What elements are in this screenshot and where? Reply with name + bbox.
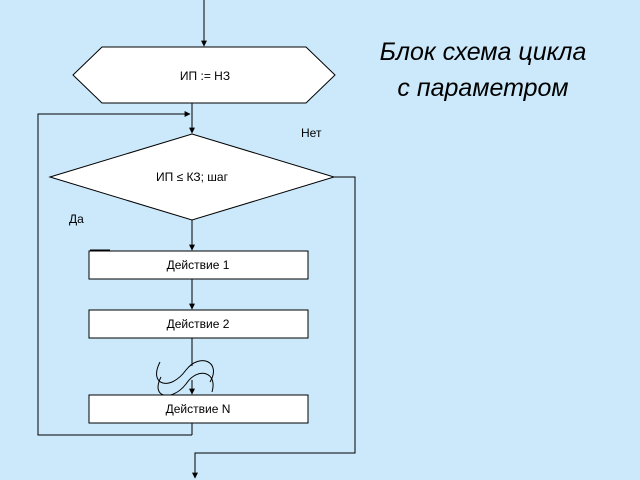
init-block — [72, 46, 336, 104]
title-line-1: Блок схема цикла — [380, 38, 587, 66]
action-1-block — [88, 250, 309, 280]
action-n-block — [88, 394, 309, 424]
action-1-label: Действие 1 — [167, 258, 230, 272]
init-label: ИП := НЗ — [180, 69, 230, 83]
continuation-break — [156, 360, 214, 384]
no-branch-line — [192, 176, 356, 479]
no-branch-label: Нет — [301, 126, 322, 140]
condition-label: ИП ≤ КЗ; шаг — [156, 170, 229, 184]
continuation-break-lower — [157, 372, 214, 396]
loop-back-line — [37, 111, 192, 436]
title-line-2: с параметром — [397, 74, 568, 102]
action-2-block — [88, 309, 309, 339]
action-2-label: Действие 2 — [167, 317, 230, 331]
yes-branch-label: Да — [69, 212, 84, 226]
action-n-label: Действие N — [166, 402, 231, 416]
